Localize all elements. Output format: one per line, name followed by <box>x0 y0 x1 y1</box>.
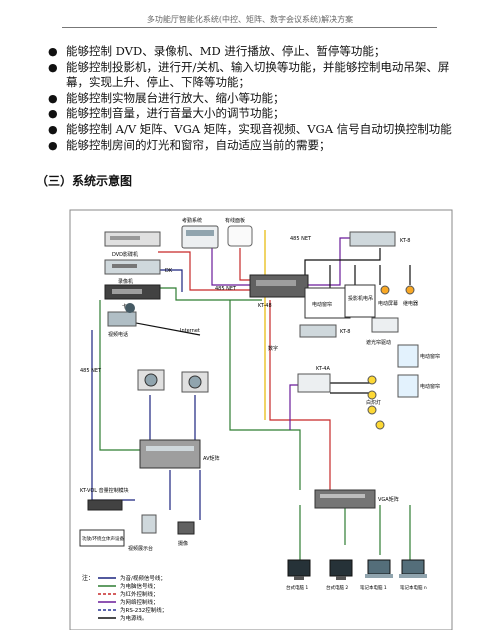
legend-label: 为电源线。 <box>120 614 148 622</box>
legend: 为音/视频信号线；为电脑信号线；为红外控制线；为网络控制线；为RS-232控制线… <box>98 574 167 622</box>
diagram-frame <box>69 209 453 630</box>
shade-driver <box>371 317 399 333</box>
kt48-label: KT-48 <box>258 303 272 309</box>
relay-label: 继电器 <box>403 300 418 307</box>
header-divider <box>62 27 437 28</box>
list-item: ●能够控制房间的灯光和窗帘，自动适应当前的需要； <box>48 137 331 152</box>
wireless-panel <box>227 225 253 247</box>
camera-label: 摄像 <box>178 540 188 547</box>
audio-module-label: KT-VOL 音量控制模块 <box>80 487 129 494</box>
curtain-motor-b <box>397 374 419 398</box>
laptop-2 <box>399 559 427 578</box>
legend-label: 为红外控制线； <box>120 590 159 598</box>
lamp-icons <box>367 375 385 430</box>
pc1-label: 台式电脑 1 <box>286 584 308 591</box>
video-phone <box>107 303 137 327</box>
audio-module <box>87 499 123 511</box>
legend-label: 为音/视频信号线； <box>120 574 166 582</box>
video-phone-label: 视频电话 <box>108 331 128 338</box>
wireless-panel-label: 有线面板 <box>225 217 245 224</box>
curtain-label: 电动窗帘 <box>312 301 332 308</box>
hoist-label: 投影机电吊 <box>348 295 373 302</box>
kt4a-label: KT-4A <box>316 366 330 372</box>
net-label-3: 485 NET <box>290 236 312 242</box>
kt4a-controller <box>297 373 331 393</box>
vcr-device <box>104 259 161 275</box>
doc-camera <box>141 514 157 534</box>
feature-list: ●能够控制 DVD、录像机、MD 进行播放、停止、暂停等功能； ●能够控制投影机… <box>42 44 462 153</box>
attendance-label: 考勤系统 <box>182 217 202 224</box>
legend-title: 注： <box>82 574 94 582</box>
tuner-device <box>104 284 161 300</box>
attendance-system <box>181 225 219 249</box>
list-item: ●能够控制实物展台进行放大、缩小等功能； <box>48 90 285 105</box>
relay-icon <box>405 285 415 295</box>
section-title: （三）系统示意图 <box>36 174 133 188</box>
kt8-top-label: KT-8 <box>400 238 410 244</box>
dvd-label: DVD影碟机 <box>112 251 138 258</box>
page-header: 多功能厅智能化系统(中控、矩阵、数字会议系统)解决方案 <box>146 15 354 24</box>
vga-matrix <box>314 489 376 509</box>
dvd-player <box>104 231 161 247</box>
surround-label: 功放/环绕立体声设备 <box>82 535 125 542</box>
light-a-label: 电动窗帘 <box>420 353 440 360</box>
bullet-icon: ● <box>48 138 58 152</box>
projector-1 <box>137 369 165 391</box>
vga-matrix-label: VGA矩阵 <box>378 496 399 503</box>
vcr-label: 录像机 <box>118 278 133 285</box>
camera-icon <box>177 521 195 535</box>
list-item: ●能够控制音量，进行音量大小的调节功能； <box>48 106 285 121</box>
screen-icon <box>380 285 390 295</box>
legend-label: 为电脑信号线； <box>120 582 159 590</box>
screen-label: 电动屏幕 <box>378 300 398 307</box>
pc2-label: 台式电脑 2 <box>326 584 348 591</box>
doc-camera-label: 视频展示台 <box>128 545 153 552</box>
surround-box <box>79 529 125 547</box>
kt8-mid <box>299 324 337 338</box>
lamps-label: 白炽灯 <box>366 399 381 406</box>
hoist-box <box>344 284 376 318</box>
pc-2 <box>329 559 353 580</box>
legend-label: 为RS-232控制线； <box>120 606 167 614</box>
legend-label: 为网络控制线； <box>120 598 159 606</box>
kt8-mid-label: KT-8 <box>340 329 350 335</box>
dk-label: DK <box>165 268 173 274</box>
list-item: ●能够控制 DVD、录像机、MD 进行播放、停止、暂停等功能； <box>48 44 386 58</box>
laptop1-label: 笔记本电脑 1 <box>360 584 387 591</box>
curtain-motor-a <box>397 344 419 368</box>
laptop2-label: 笔记本电脑 n <box>400 584 427 591</box>
rs232-label: 数字 <box>268 345 278 352</box>
bullet-icon: ● <box>48 91 58 105</box>
bullet-icon: ● <box>48 107 58 121</box>
bullet-icon: ● <box>48 122 58 136</box>
projector-2 <box>181 371 209 393</box>
list-item: ●能够控制 A/V 矩阵、VGA 矩阵，实现音视频、VGA 信号自动切换控制功能 <box>48 121 452 136</box>
net-label: 485 NET <box>215 286 237 292</box>
list-item: ●能够控制投影机，进行开/关机、输入切换等功能，并能够控制电动吊架、屏幕，实现上… <box>48 59 450 90</box>
curtain-box <box>304 287 351 319</box>
bullet-icon: ● <box>48 60 58 74</box>
bullet-icon: ● <box>48 45 58 58</box>
shade-driver-label: 遮光帘驱动 <box>366 339 391 346</box>
av-matrix <box>139 439 201 469</box>
internet-label: Internet <box>180 328 200 334</box>
light-b-label: 电动窗帘 <box>420 383 440 390</box>
laptop-1 <box>365 559 393 578</box>
kt48-controller <box>249 274 309 298</box>
net-label-2: 485 NET <box>80 368 102 374</box>
kt8-top <box>349 231 396 247</box>
pc-1 <box>287 559 311 580</box>
av-matrix-label: AV矩阵 <box>203 455 220 462</box>
